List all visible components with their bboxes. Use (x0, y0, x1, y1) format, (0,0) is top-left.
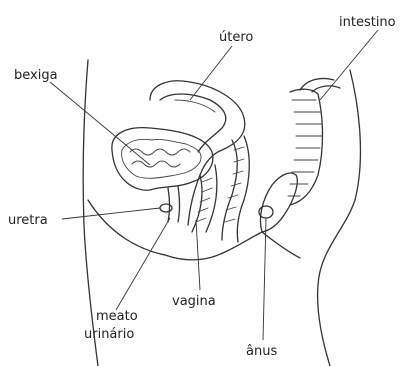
sacrum-segments (288, 100, 322, 196)
urinary-meatus (160, 204, 172, 212)
leader-uretra (62, 208, 160, 219)
leader-anus (263, 218, 266, 340)
label-bexiga: bexiga (14, 68, 58, 83)
intestine-loop (300, 78, 340, 92)
bladder-folds (130, 149, 190, 167)
uterus-inner (160, 94, 226, 152)
leader-vagina (196, 220, 200, 290)
sacrum (290, 89, 323, 205)
perineum-outline (165, 232, 300, 260)
body-back-outline (318, 70, 361, 366)
leader-meato (116, 218, 170, 310)
leader-utero (190, 46, 232, 100)
leader-intestino (320, 30, 378, 100)
label-vagina: vagina (172, 294, 216, 309)
label-utero: útero (219, 30, 253, 45)
label-meato: meato (96, 309, 138, 324)
bladder-texture (122, 139, 201, 178)
rectum (222, 136, 249, 242)
uterus (150, 81, 245, 225)
rectum-texture (225, 147, 244, 222)
uterine-cavity (175, 100, 215, 112)
urethra (168, 186, 180, 222)
label-anus: ânus (246, 344, 277, 359)
leader-bexiga (50, 82, 150, 165)
label-uretra: uretra (8, 213, 48, 228)
label-urinario: urinário (84, 327, 134, 342)
label-intestino: intestino (339, 15, 396, 30)
